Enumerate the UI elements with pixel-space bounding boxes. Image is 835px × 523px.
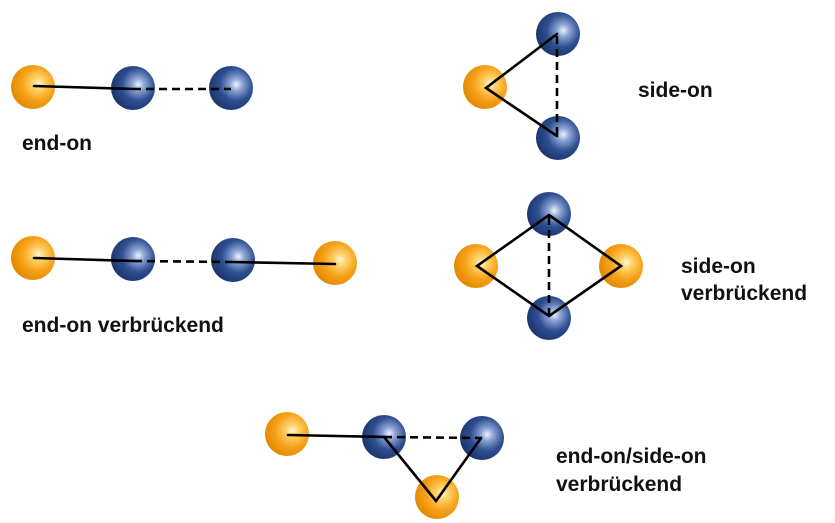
solid-bond	[230, 260, 337, 266]
solid-bond	[483, 32, 559, 138]
solid-bond	[32, 84, 135, 91]
metal-atom	[265, 412, 309, 456]
oxygen-atom	[111, 237, 155, 281]
metal-atom	[11, 65, 55, 109]
label-side-on: side-on	[638, 79, 713, 102]
label-end-on: end-on	[22, 132, 92, 155]
solid-bond	[382, 435, 483, 504]
solid-bond	[286, 433, 386, 439]
label-mixed-bridging-line2: verbrückend	[556, 473, 682, 496]
dashed-bond	[383, 435, 482, 440]
label-side-on-bridging-line1: side-on	[681, 255, 756, 278]
end-on-structure	[11, 65, 253, 110]
metal-atom	[463, 65, 507, 109]
label-mixed-bridging-line1: end-on/side-on	[556, 445, 707, 468]
oxygen-atom	[211, 238, 255, 282]
solid-bond	[32, 256, 136, 263]
end-on-bridging-structure	[11, 236, 357, 285]
side-on-bridging-structure	[454, 192, 643, 340]
end-on-side-on-bridging-structure	[265, 412, 504, 519]
label-end-on-bridging: end-on verbrückend	[22, 314, 224, 337]
oxygen-atom	[536, 116, 580, 160]
side-on-structure	[463, 12, 580, 160]
label-side-on-bridging-line2: verbrückend	[681, 282, 807, 305]
dashed-bond	[133, 259, 233, 264]
